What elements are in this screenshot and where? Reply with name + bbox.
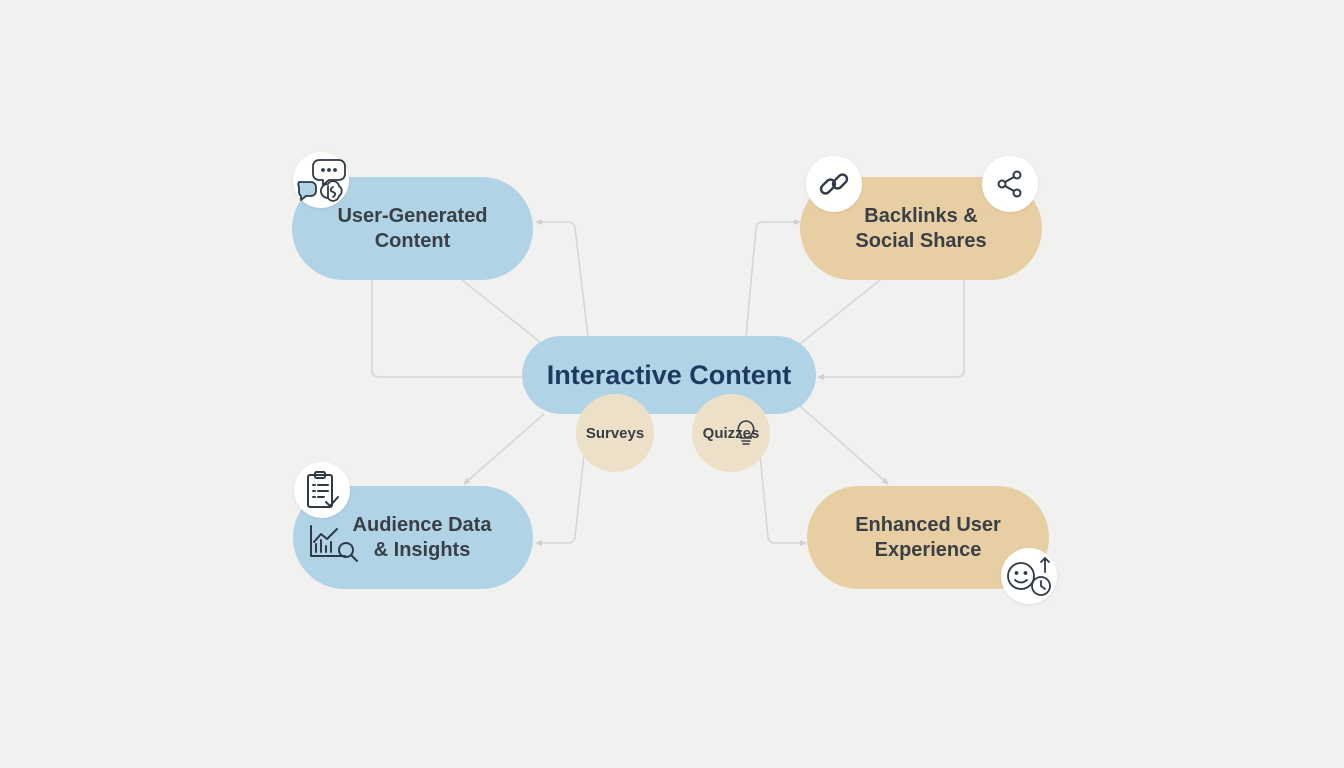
lightbulb-icon [737,420,755,445]
chat-brain-icon [293,152,349,208]
node-audience-line2: & Insights [373,538,471,561]
node-experience-line1: Enhanced User [855,513,1001,536]
connector-ugc-to-center-lower [371,280,522,378]
chart-magnifier-icon [310,525,358,562]
subnode-quizzes-label: Quizzes [702,424,760,442]
node-experience-line2: Experience [874,538,982,561]
connector-quizzes-to-experience [759,454,807,546]
connector-backlinks-to-center [817,280,965,380]
connector-ugc-diagonal [461,279,541,343]
subnode-surveys[interactable]: Surveys [576,394,654,472]
node-backlinks-line1: Backlinks & [864,204,978,227]
node-audience-line1: Audience Data [352,513,492,536]
node-ugc-line2: Content [374,229,451,252]
node-interactive-content[interactable]: Interactive Content [522,336,816,414]
connector-backlinks-diagonal [799,279,881,345]
subnode-quizzes[interactable]: Quizzes [692,394,770,472]
smiley-clock-icon [1001,548,1057,604]
node-ugc-line1: User-Generated [337,204,488,227]
connector-surveys-to-audience [535,454,585,546]
node-backlinks-line2: Social Shares [855,229,987,252]
link-icon [806,156,862,212]
connector-center-to-audience [463,413,545,485]
connector-center-to-ugc [535,219,589,337]
connector-center-to-backlinks [745,219,801,337]
connector-center-to-experience [799,405,889,485]
clipboard-checklist-icon [294,462,350,518]
center-label: Interactive Content [546,359,792,390]
share-icon [982,156,1038,212]
subnode-surveys-label: Surveys [585,424,645,442]
